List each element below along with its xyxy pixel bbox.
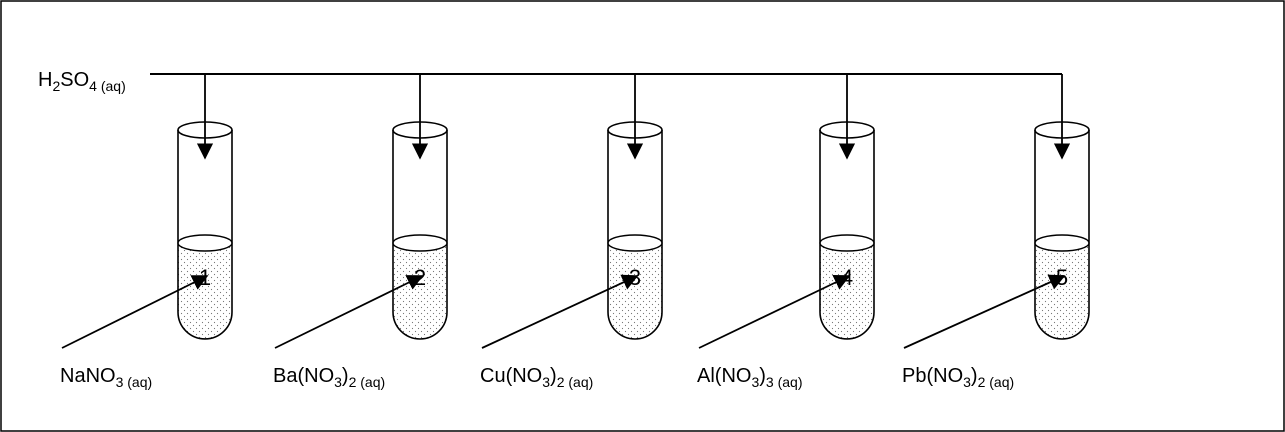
solution-fill <box>178 243 232 339</box>
tube-outline <box>607 130 663 340</box>
reagent-label: H2SO4 (aq) <box>38 69 126 94</box>
tube-outline <box>819 130 875 340</box>
test-tube-4: 4Al(NO3)3 (aq) <box>697 74 875 390</box>
liquid-surface <box>607 234 663 252</box>
solution-fill <box>393 243 447 339</box>
solution-fill <box>608 243 662 339</box>
solution-label: Pb(NO3)2 (aq) <box>902 365 1014 390</box>
solution-label: Ba(NO3)2 (aq) <box>273 365 385 390</box>
tube-outline <box>177 130 233 340</box>
solution-fill <box>1035 243 1089 339</box>
solution-pointer-arrow <box>61 275 209 349</box>
tube-outline <box>392 130 448 340</box>
tube-outline <box>1034 130 1090 340</box>
liquid-surface <box>177 234 233 252</box>
solution-pointer-arrow <box>698 275 851 349</box>
solution-label: Cu(NO3)2 (aq) <box>480 365 593 390</box>
liquid-surface <box>1034 234 1090 252</box>
solution-label: Al(NO3)3 (aq) <box>697 365 803 390</box>
solution-label: NaNO3 (aq) <box>60 365 152 390</box>
liquid-surface <box>392 234 448 252</box>
test-tube-5: 5Pb(NO3)2 (aq) <box>902 74 1090 390</box>
solution-pointer-arrow <box>903 274 1066 349</box>
solution-pointer-arrow <box>274 275 424 349</box>
liquid-surface <box>819 234 875 252</box>
test-tube-2: 2Ba(NO3)2 (aq) <box>273 74 448 390</box>
solution-pointer-arrow <box>481 274 639 349</box>
solution-fill <box>820 243 874 339</box>
test-tube-3: 3Cu(NO3)2 (aq) <box>480 74 663 390</box>
